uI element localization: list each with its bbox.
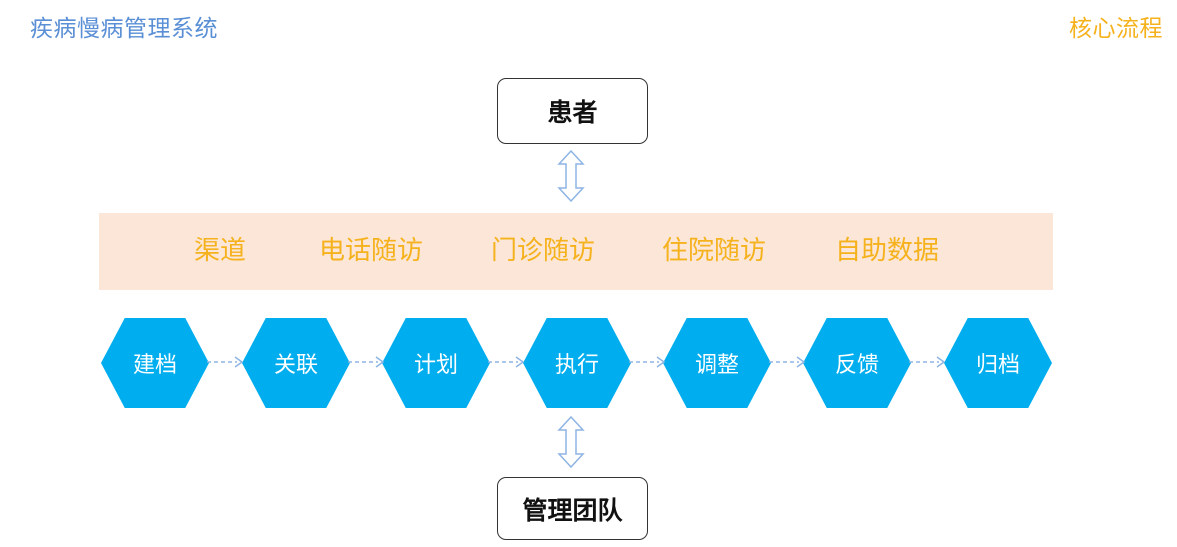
patient-node: 患者 xyxy=(497,78,648,144)
step-adjust: 调整 xyxy=(663,318,771,408)
step-label: 关联 xyxy=(273,353,318,378)
flow-arrow-icon xyxy=(629,356,666,368)
management-team-node: 管理团队 xyxy=(497,477,648,540)
flow-arrow-icon xyxy=(769,356,806,368)
channel-label: 渠道 xyxy=(194,236,247,266)
flow-arrow-icon xyxy=(348,356,385,368)
step-associate: 关联 xyxy=(242,318,350,408)
flow-arrow-icon xyxy=(909,356,946,368)
patient-channel-double-arrow-icon xyxy=(557,150,585,202)
step-label: 建档 xyxy=(132,353,177,378)
channel-inpatient-followup: 住院随访 xyxy=(662,236,767,266)
channel-band: 渠道 电话随访 门诊随访 住院随访 自助数据 xyxy=(99,213,1053,290)
channel-self-service-data: 自助数据 xyxy=(835,236,940,266)
management-team-label: 管理团队 xyxy=(522,495,623,525)
step-plan: 计划 xyxy=(382,318,490,408)
step-label: 计划 xyxy=(413,353,458,378)
step-label: 调整 xyxy=(694,353,739,378)
step-label: 归档 xyxy=(975,353,1020,378)
channel-clinic-followup: 门诊随访 xyxy=(491,236,596,266)
section-title: 核心流程 xyxy=(1069,16,1163,42)
process-team-double-arrow-icon xyxy=(557,416,585,468)
step-feedback: 反馈 xyxy=(803,318,911,408)
channel-phone-followup: 电话随访 xyxy=(319,236,424,266)
flow-arrow-icon xyxy=(207,356,244,368)
step-execute: 执行 xyxy=(523,318,631,408)
patient-label: 患者 xyxy=(547,98,598,127)
step-label: 执行 xyxy=(554,353,599,378)
step-create-record: 建档 xyxy=(101,318,209,408)
step-label: 反馈 xyxy=(834,353,879,378)
system-title: 疾病慢病管理系统 xyxy=(30,16,218,42)
flow-arrow-icon xyxy=(488,356,525,368)
step-archive: 归档 xyxy=(944,318,1052,408)
